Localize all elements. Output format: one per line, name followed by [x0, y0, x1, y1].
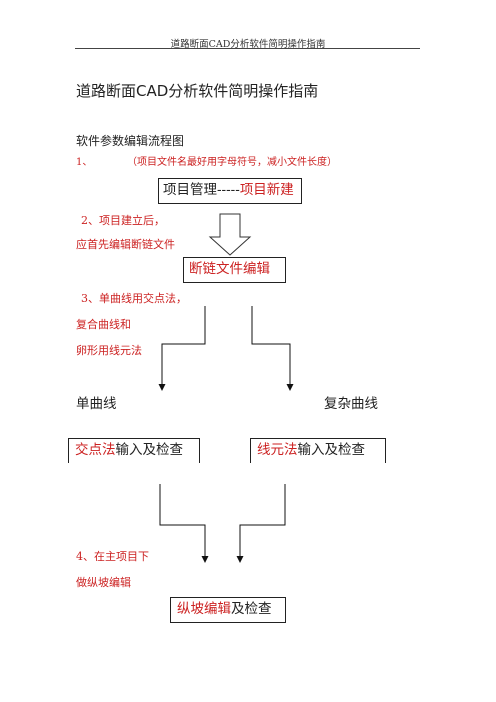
project-new-label: 项目新建 — [239, 182, 294, 199]
note-1-text: （项目文件名最好用字母符号，减小文件长度） — [127, 157, 337, 168]
note-4-line-2: 做纵坡编辑 — [76, 576, 131, 589]
left-merge-arrowhead — [201, 556, 209, 563]
note-2-line-1: 2、项目建立后， — [81, 214, 165, 227]
intersection-input-box: 交点法输入及检查 — [68, 438, 200, 463]
note-3-line-3: 卵形用线元法 — [76, 344, 142, 357]
hollow-down-arrow — [208, 213, 252, 256]
note-1-number: 1、 — [76, 157, 93, 168]
note-4-line-1: 4、在主项目下 — [76, 550, 149, 563]
right-merge-connector — [239, 484, 286, 556]
profile-edit-box: 纵坡编辑及检查 — [170, 597, 286, 623]
right-branch-connector — [251, 306, 291, 384]
profile-check-label: 及检查 — [231, 601, 272, 618]
complex-curve-label: 复杂曲线 — [324, 396, 378, 412]
intersection-method-label: 交点法 — [75, 442, 116, 459]
profile-edit-label: 纵坡编辑 — [177, 601, 231, 618]
single-curve-label: 单曲线 — [76, 396, 117, 412]
line-element-method-label: 线元法 — [257, 442, 298, 459]
flowchart-subtitle: 软件参数编辑流程图 — [76, 134, 185, 148]
page-header: 道路断面CAD分析软件简明操作指南 — [170, 39, 326, 50]
left-merge-connector — [159, 484, 206, 556]
line-element-input-check-label: 输入及检查 — [297, 442, 366, 459]
left-branch-connector — [161, 306, 206, 384]
project-new-box: 项目管理-----项目新建 — [158, 178, 302, 204]
note-2-line-2: 应首先编辑断链文件 — [76, 238, 175, 251]
line-element-input-box: 线元法输入及检查 — [250, 438, 386, 463]
right-merge-arrowhead — [236, 556, 244, 563]
project-manage-label: 项目管理----- — [163, 182, 240, 199]
chain-file-edit-box: 断链文件编辑 — [183, 257, 286, 283]
intersection-input-check-label: 输入及检查 — [115, 442, 184, 459]
header-rule — [75, 48, 420, 49]
note-3-line-1: 3、单曲线用交点法， — [81, 292, 187, 305]
document-title: 道路断面CAD分析软件简明操作指南 — [76, 82, 319, 100]
right-branch-arrowhead — [286, 384, 294, 391]
note-3-line-2: 复合曲线和 — [76, 318, 131, 331]
left-branch-arrowhead — [158, 384, 166, 391]
